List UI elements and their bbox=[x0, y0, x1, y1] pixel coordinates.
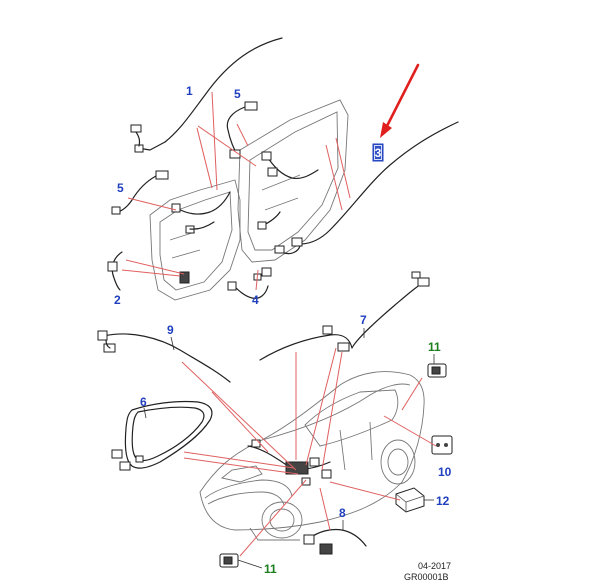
harness-5-lower bbox=[111, 170, 169, 215]
part-10 bbox=[431, 435, 453, 455]
part-11-upper bbox=[427, 354, 447, 378]
door-harness-front bbox=[257, 151, 319, 230]
part-4 bbox=[227, 267, 272, 299]
harness-1 bbox=[130, 37, 283, 153]
callout-8: 8 bbox=[339, 506, 346, 520]
door-trim-front bbox=[237, 99, 349, 263]
callout-7: 7 bbox=[360, 313, 367, 327]
part-9 bbox=[97, 330, 231, 383]
callout-11-upper: 11 bbox=[428, 340, 441, 354]
callout-6: 6 bbox=[140, 395, 147, 409]
door-harness-rear bbox=[171, 191, 231, 234]
part-2 bbox=[107, 251, 190, 291]
leaders-upper bbox=[121, 91, 351, 291]
callout-5-lower: 5 bbox=[117, 181, 124, 195]
part-8 bbox=[303, 520, 367, 555]
leaders-lower bbox=[181, 347, 437, 557]
part-11-lower bbox=[219, 553, 263, 569]
part-12 bbox=[395, 487, 434, 513]
main-harness bbox=[247, 439, 332, 486]
callout-1: 1 bbox=[186, 84, 193, 98]
door-trim-rear bbox=[149, 179, 241, 301]
callout-3-highlight: 3 bbox=[372, 143, 384, 162]
part-7 bbox=[259, 271, 430, 361]
callout-3: 3 bbox=[375, 146, 382, 160]
footer-reference: GR00001B bbox=[404, 572, 449, 582]
callout-12: 12 bbox=[436, 494, 450, 508]
highlight-arrow bbox=[380, 63, 420, 138]
callout-9: 9 bbox=[167, 323, 174, 337]
footer-date: 04-2017 bbox=[418, 561, 451, 571]
part-6 bbox=[111, 400, 213, 471]
callout-10: 10 bbox=[438, 465, 452, 479]
callout-4: 4 bbox=[252, 293, 259, 307]
callout-2: 2 bbox=[114, 293, 121, 307]
vehicle-body bbox=[199, 371, 425, 541]
callout-5-upper: 5 bbox=[234, 87, 241, 101]
callout-11-lower: 11 bbox=[264, 562, 277, 576]
harness-3 bbox=[274, 121, 459, 255]
harness-5-upper bbox=[226, 101, 258, 159]
